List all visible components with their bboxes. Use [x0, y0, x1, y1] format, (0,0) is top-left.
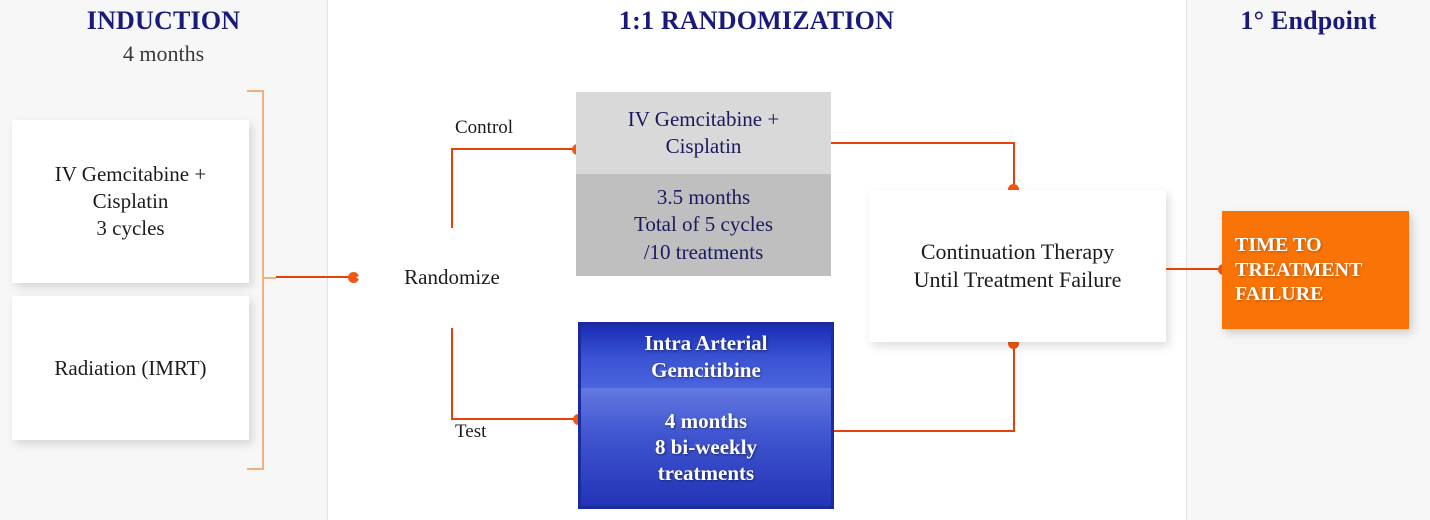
randomize-decision-node: Randomize	[356, 225, 548, 330]
control-arm-title: IV Gemcitabine +Cisplatin	[576, 92, 831, 174]
induction-brace-bottom-arm	[247, 468, 263, 470]
induction-brace-vertical	[262, 90, 264, 470]
induction-duration-label: 4 months	[122, 41, 205, 66]
connector-control-to-continuation-vertical	[1013, 142, 1015, 188]
connector-test-to-continuation-vertical	[1013, 344, 1015, 432]
induction-brace-stem	[262, 277, 276, 279]
induction-radiation-box: Radiation (IMRT)	[12, 296, 249, 440]
induction-brace-top-arm	[247, 90, 263, 92]
test-branch-label: Test	[455, 421, 487, 442]
connector-control-to-continuation-horizontal	[831, 142, 1015, 144]
endpoint-header: 1° Endpoint	[1240, 6, 1377, 35]
column-divider-right	[1186, 0, 1187, 520]
connector-test-vertical	[451, 328, 453, 420]
induction-header: INDUCTION	[86, 6, 241, 35]
connector-test-horizontal	[451, 418, 583, 420]
connector-test-to-continuation-horizontal	[834, 430, 1015, 432]
column-divider-left	[327, 0, 328, 520]
randomize-label: Randomize	[404, 265, 500, 289]
connector-dot-continuation-top	[1008, 184, 1019, 195]
control-branch-label: Control	[455, 117, 514, 138]
connector-dot-continuation-bottom	[1008, 338, 1019, 349]
connector-control-vertical	[451, 148, 453, 228]
connector-dot-randomize-input	[348, 272, 359, 283]
connector-continuation-to-endpoint	[1166, 268, 1228, 270]
connector-control-horizontal	[451, 148, 581, 150]
connector-induction-to-randomize	[276, 276, 358, 278]
randomization-header: 1:1 RANDOMIZATION	[618, 6, 895, 35]
